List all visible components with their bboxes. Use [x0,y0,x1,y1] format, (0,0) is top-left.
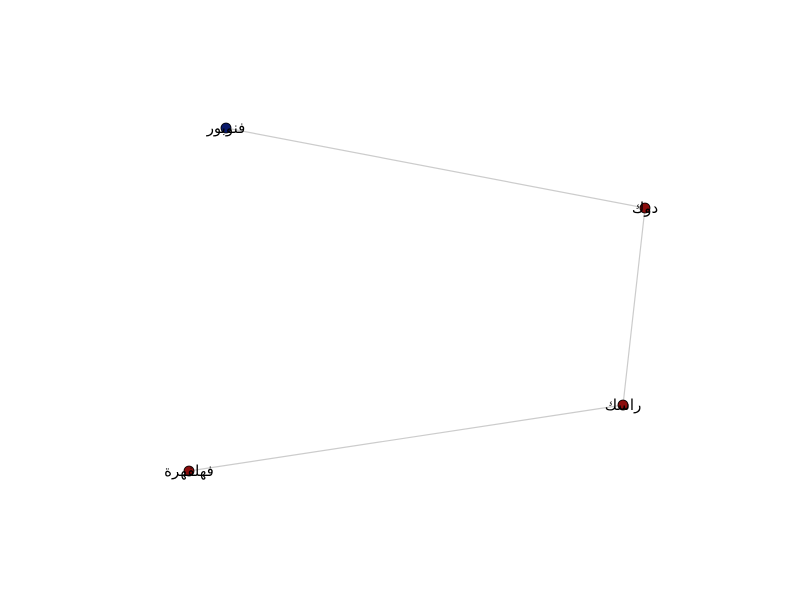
edge-n1-n2 [225,127,646,209]
node-label-n4: فهلفهرة [164,462,214,480]
nodes-group [183,122,651,477]
node-n4 [183,465,195,477]
edge-n3-n4 [188,404,624,472]
node-n1 [220,122,232,134]
edge-n2-n3 [622,207,646,406]
node-label-n2: دوك [632,199,658,217]
edges-group [188,127,646,472]
labels-group: فنوبور دوك راسك فهلفهرة [164,119,658,480]
node-label-n1: فنوبور [206,119,246,137]
node-n2 [639,202,651,214]
node-n3 [617,399,629,411]
node-label-n3: راسك [605,396,642,414]
